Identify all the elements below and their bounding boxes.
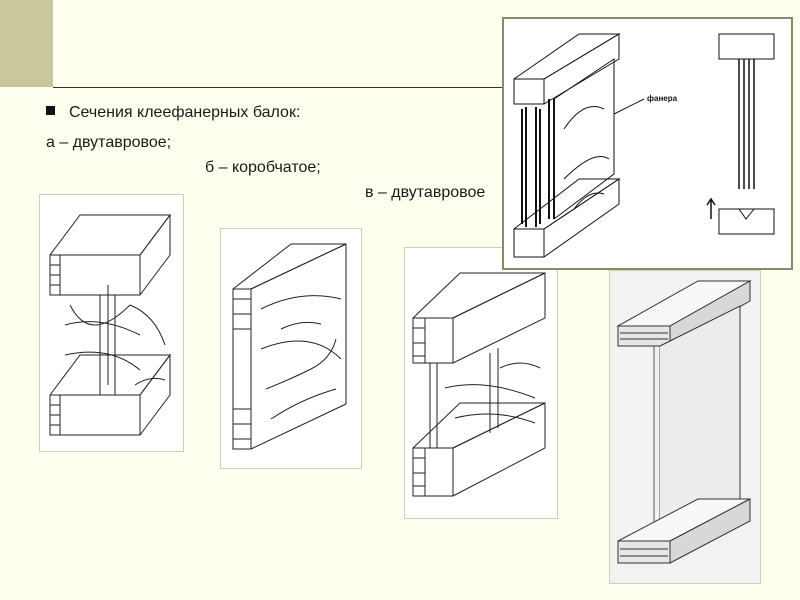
title-divider	[53, 87, 503, 88]
caption-c: в – двутавровое	[365, 184, 486, 201]
figure-3d-i-beam	[609, 270, 761, 584]
bullet-text: Сечения клеефанерных балок:	[69, 104, 301, 121]
figure-c-i-beam	[404, 247, 558, 519]
corner-accent-block	[0, 0, 53, 87]
bullet-square-icon	[46, 106, 55, 115]
bullet-item: Сечения клеефанерных балок:	[46, 104, 300, 122]
plywood-label: фанера	[647, 94, 678, 103]
caption-a: а – двутавровое;	[46, 134, 172, 151]
figure-plywood-beam-section: фанера	[502, 17, 793, 270]
figure-a-i-beam	[39, 194, 184, 452]
caption-b: б – коробчатое;	[205, 159, 321, 176]
figure-b-box-beam	[220, 228, 362, 469]
